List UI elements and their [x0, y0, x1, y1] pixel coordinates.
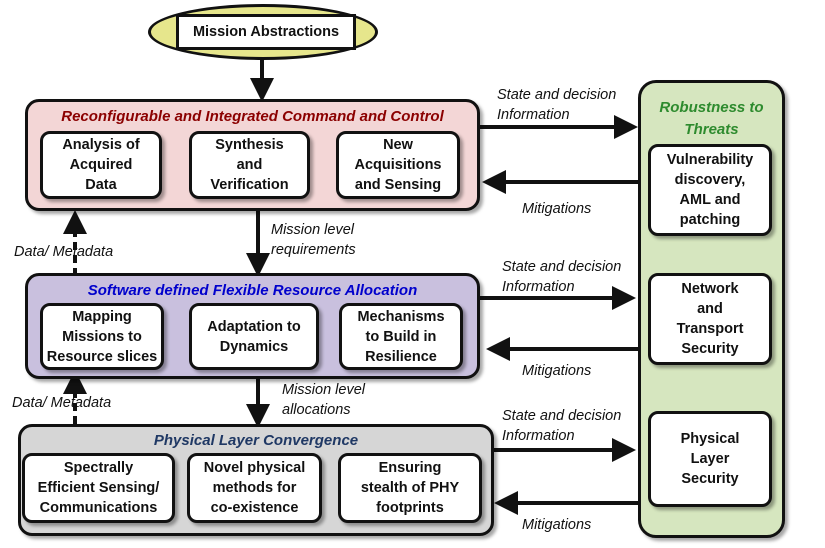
label-mitigations-2: Mitigations: [522, 363, 592, 379]
robust-box-network: Network and Transport Security: [648, 273, 772, 365]
robust-box-vulnerability: Vulnerability discovery, AML and patchin…: [648, 144, 772, 236]
robustness-title: Robustness to Threats: [659, 99, 764, 138]
label-mitigations-1: Mitigations: [522, 201, 592, 217]
mission-abstractions-box: Mission Abstractions: [176, 14, 356, 50]
phy-box-novel: Novel physical methods for co-existence: [187, 453, 322, 523]
phy-box-spectrally: Spectrally Efficient Sensing/ Communicat…: [22, 453, 175, 523]
phy-box-stealth: Ensuring stealth of PHY footprints: [338, 453, 482, 523]
sdra-box-mapping: Mapping Missions to Resource slices: [40, 303, 164, 370]
sdra-box-adaptation: Adaptation to Dynamics: [189, 303, 319, 370]
mission-abstractions-label: Mission Abstractions: [192, 24, 340, 40]
c2-box-acquisitions: New Acquisitions and Sensing: [336, 131, 460, 199]
label-state-decision-3: State and decision Information: [502, 408, 622, 444]
label-mitigations-3: Mitigations: [522, 517, 592, 533]
c2-box-analysis: Analysis of Acquired Data: [40, 131, 162, 199]
label-mission-allocations: Mission level allocations: [282, 382, 365, 418]
phy-title: Physical Layer Convergence: [153, 432, 359, 449]
label-state-decision-2: State and decision Information: [502, 259, 622, 295]
c2-title: Reconfigurable and Integrated Command an…: [61, 108, 444, 125]
robust-box-phy-security: Physical Layer Security: [648, 411, 772, 507]
label-data-metadata-2: Data/ Metadata: [12, 395, 112, 411]
label-mission-requirements: Mission level requirements: [271, 222, 356, 258]
c2-box-synthesis: Synthesis and Verification: [189, 131, 310, 199]
sdra-box-mechanisms: Mechanisms to Build in Resilience: [339, 303, 463, 370]
label-state-decision-1: State and decision Information: [497, 87, 617, 123]
sdra-title: Software defined Flexible Resource Alloc…: [87, 282, 418, 299]
label-data-metadata-1: Data/ Metadata: [14, 244, 114, 260]
